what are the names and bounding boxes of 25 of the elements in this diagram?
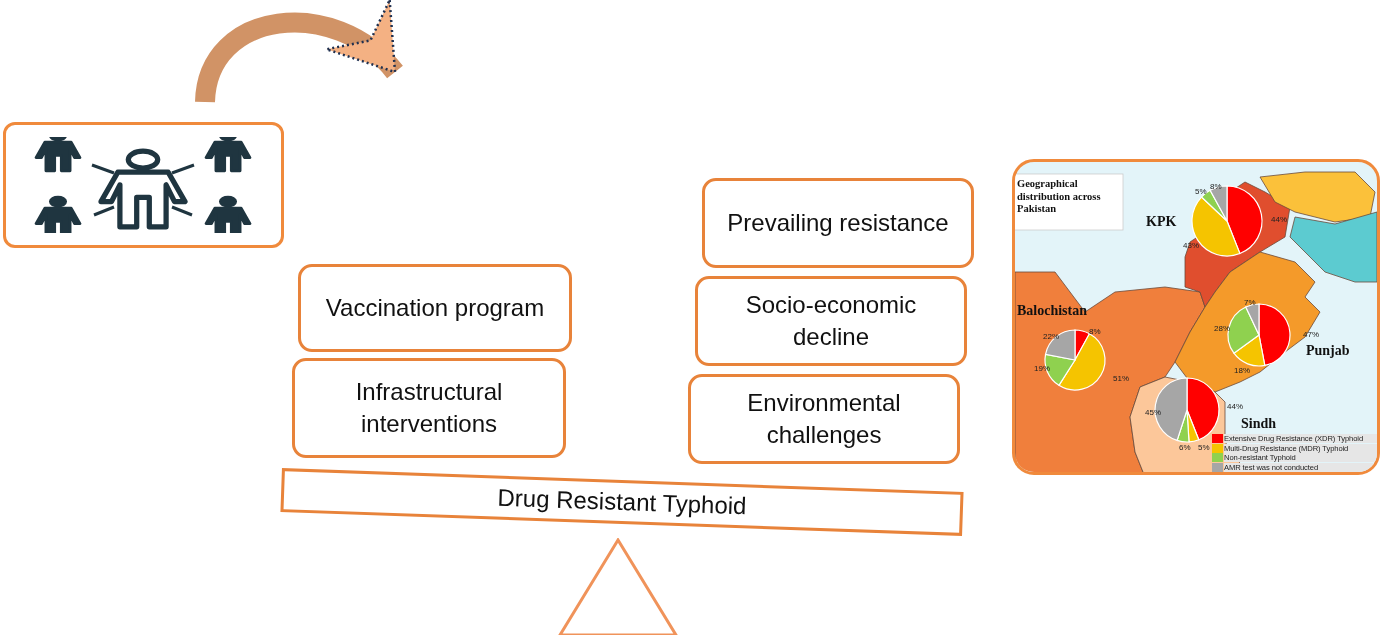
strategy-box: Infrastructural interventions [292, 358, 566, 458]
region-label: Sindh [1241, 416, 1277, 432]
percentage-label: 51% [1113, 374, 1129, 383]
fulcrum-triangle [558, 538, 678, 635]
percentage-label: 6% [1179, 443, 1191, 452]
percentage-label: 18% [1234, 366, 1250, 375]
percentage-label: 45% [1145, 408, 1161, 417]
percentage-label: 5% [1195, 187, 1207, 196]
percentage-label: 44% [1271, 215, 1287, 224]
region-label: KPK [1146, 214, 1177, 230]
factor-box: Prevailing resistance [702, 178, 974, 268]
region-label: Punjab [1306, 343, 1350, 359]
factor-box: Socio-economic decline [695, 276, 967, 366]
region-label: Balochistan [1017, 303, 1087, 319]
percentage-label: 8% [1210, 182, 1222, 191]
percentage-label: 7% [1244, 298, 1256, 307]
seesaw-beam: Drug Resistant Typhoid [280, 468, 964, 536]
percentage-label: 8% [1089, 327, 1101, 336]
strategy-box: Vaccination program [298, 264, 572, 352]
percentage-label: 44% [1227, 402, 1243, 411]
factor-box: Environmental challenges [688, 374, 960, 464]
percentage-label: 22% [1043, 332, 1059, 341]
map-title: Geographical distribution across Pakistan [1017, 178, 1102, 216]
picture-panel [3, 122, 284, 248]
percentage-label: 5% [1198, 443, 1210, 452]
